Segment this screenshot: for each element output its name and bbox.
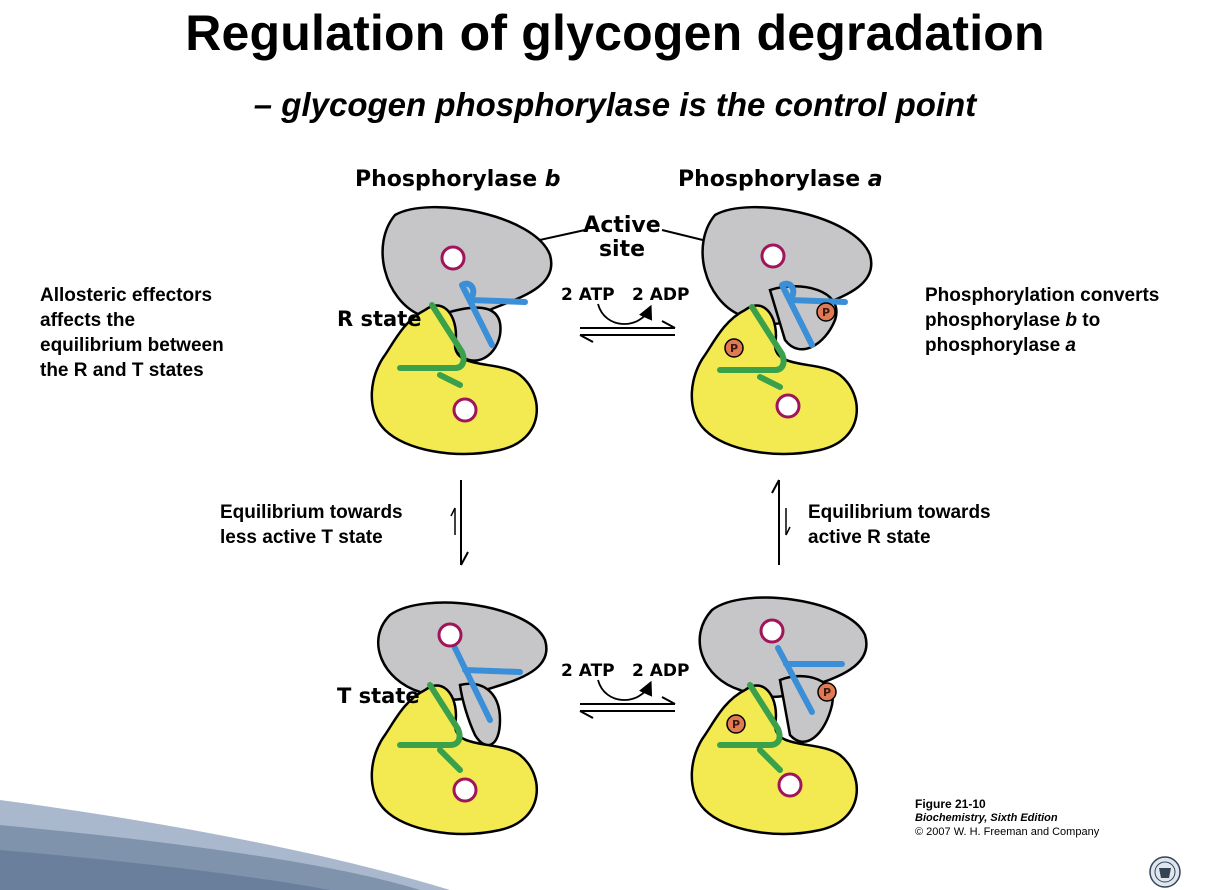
- allosteric-note: Allosteric effectors affects the equilib…: [40, 285, 224, 381]
- equilibrium-t-note: Equilibrium towards less active T state: [220, 502, 403, 548]
- atp-label: 2 ATP: [561, 661, 615, 681]
- site-circle: [452, 777, 478, 803]
- active-site-circle: [760, 243, 786, 269]
- t-state-label: T state: [337, 684, 420, 708]
- svg-text:P: P: [822, 306, 830, 319]
- reaction-arrow-bottom: 2 ATP 2 ADP: [561, 661, 689, 719]
- enzyme-t-state-b: [370, 601, 548, 836]
- phosphate-icon: [726, 714, 746, 734]
- decorative-swoosh: [0, 800, 450, 890]
- phosphorylase-a-label: Phosphorylase a: [678, 167, 883, 192]
- equilibrium-arrow-right: [771, 479, 791, 565]
- site-circle: [775, 393, 801, 419]
- active-site-circle: [440, 245, 466, 271]
- r-state-label: R state: [337, 307, 421, 331]
- enzyme-r-state-a: P P: [690, 205, 873, 456]
- page-title: Regulation of glycogen degradation: [185, 5, 1045, 61]
- phosphorylation-note: Phosphorylation converts phosphorylase b…: [925, 285, 1160, 356]
- svg-text:P: P: [823, 686, 831, 699]
- active-site-circle: [759, 618, 785, 644]
- page-subtitle: – glycogen phosphorylase is the control …: [253, 86, 977, 123]
- equilibrium-r-note: Equilibrium towards active R state: [808, 502, 991, 548]
- adp-label: 2 ADP: [632, 661, 689, 681]
- atp-label: 2 ATP: [561, 285, 615, 305]
- svg-text:P: P: [730, 342, 738, 355]
- phosphate-icon: [724, 338, 744, 358]
- active-site-circle: [437, 622, 463, 648]
- equilibrium-arrow-left: [450, 480, 469, 566]
- enzyme-t-state-a: P P: [690, 596, 868, 836]
- enzyme-r-state-b: [370, 205, 553, 456]
- active-site-label-line2: site: [599, 237, 645, 262]
- phosphorylase-b-label: Phosphorylase b: [355, 167, 561, 192]
- reaction-arrow-top: 2 ATP 2 ADP: [561, 285, 689, 343]
- phosphate-icon: [817, 682, 837, 702]
- svg-text:P: P: [732, 718, 740, 731]
- site-circle: [452, 397, 478, 423]
- phosphate-icon: [816, 302, 836, 322]
- adp-label: 2 ADP: [632, 285, 689, 305]
- active-site-label: Active: [583, 213, 660, 238]
- university-seal-icon: [1149, 856, 1181, 888]
- figure-caption: Figure 21-10 Biochemistry, Sixth Edition…: [915, 797, 1100, 838]
- site-circle: [777, 772, 803, 798]
